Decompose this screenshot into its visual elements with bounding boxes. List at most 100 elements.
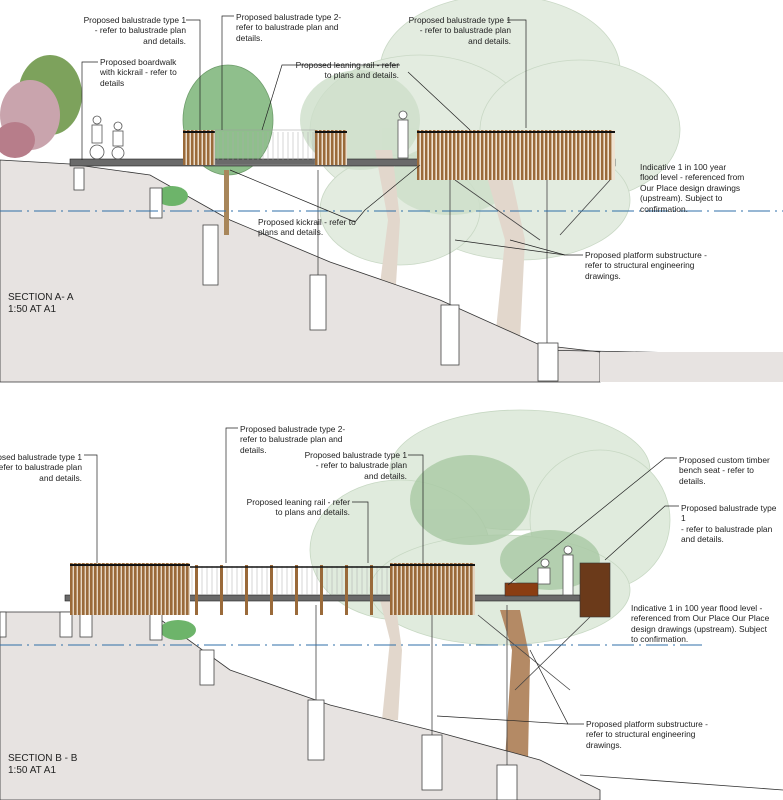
balustrade-slat [601, 130, 604, 180]
balustrade-slat [450, 563, 453, 615]
balustrade-slat [509, 130, 512, 180]
balustrade-slat [517, 130, 520, 180]
balustrade-slat [469, 130, 472, 180]
balustrade-slat [138, 563, 141, 615]
balustrade-slat [319, 130, 322, 165]
label-flood-level-a: Indicative 1 in 100 year flood level - r… [640, 162, 745, 214]
balustrade-slat [557, 130, 560, 180]
piers-section-b [0, 605, 591, 800]
balustrade-slat [421, 130, 424, 180]
tree-trunk [375, 150, 400, 300]
label-balustrade-type-1-a-right: Proposed balustrade type 1 - refer to ba… [408, 15, 511, 46]
label-boardwalk-a: Proposed boardwalk with kickrail - refer… [100, 57, 177, 88]
section-a-scale: 1:50 AT A1 [8, 304, 57, 315]
balustrade-slat [609, 130, 612, 180]
balustrade-slat [82, 563, 85, 615]
balustrade-slat [158, 563, 161, 615]
balustrade-slat [525, 130, 528, 180]
balustrade-type-1-end-box [579, 562, 611, 618]
balustrade-slat [429, 130, 432, 180]
balustrade-slat [414, 563, 417, 615]
balustrade-slat [207, 130, 210, 165]
bench-seat [504, 582, 539, 597]
balustrade-slat [433, 130, 436, 180]
balustrade-slat [481, 130, 484, 180]
balustrade-slat [561, 130, 564, 180]
balustrade-slat [470, 563, 473, 615]
balustrade-slat [170, 563, 173, 615]
balustrade-post [345, 565, 348, 615]
balustrade-slat [497, 130, 500, 180]
bank-shrub [160, 620, 196, 640]
balustrade-slat [489, 130, 492, 180]
balustrade-slat [142, 563, 145, 615]
balustrade-slat [434, 563, 437, 615]
balustrade-post [195, 565, 198, 615]
balustrade-slat [549, 130, 552, 180]
balustrade-type-1-a [417, 130, 615, 180]
balustrade-slat [134, 563, 137, 615]
balustrade-post [245, 565, 248, 615]
piers-section-a [73, 167, 611, 382]
balustrade-slat [565, 130, 568, 180]
balustrade-slat [186, 563, 189, 615]
balustrade-slat [585, 130, 588, 180]
balustrade-slat [331, 130, 334, 165]
balustrade-slat [343, 130, 346, 165]
balustrade-slat [441, 130, 444, 180]
ground-section-b [0, 611, 601, 800]
balustrade-slat [505, 130, 508, 180]
balustrade-slat [78, 563, 81, 615]
balustrade-slat [569, 130, 572, 180]
balustrade-post [320, 565, 323, 615]
people-figures [89, 110, 409, 160]
balustrade-post [270, 565, 273, 615]
balustrade-slat [195, 130, 198, 165]
balustrade-slat [597, 130, 600, 180]
tree-canopy-b-dark [410, 455, 600, 590]
balustrade-slat [323, 130, 326, 165]
label-kickrail-a: Proposed kickrail - refer to plans and d… [258, 217, 356, 238]
section-b-drawing [0, 409, 783, 800]
balustrade-slat [187, 130, 190, 165]
balustrade-slat [406, 563, 409, 615]
balustrade-slat [426, 563, 429, 615]
section-b-scale: 1:50 AT A1 [8, 765, 57, 776]
label-leaning-rail-b: Proposed leaning rail - refer to plans a… [246, 497, 350, 518]
balustrade-slat [541, 130, 544, 180]
section-b-title: SECTION B - B 1:50 AT A1 [8, 753, 77, 777]
balustrade-slat [513, 130, 516, 180]
label-balustrade-type-1-b-right: Proposed balustrade type 1 - refer to ba… [681, 503, 777, 545]
balustrade-slat [390, 563, 393, 615]
balustrade-slat [425, 130, 428, 180]
balustrade-slat [315, 130, 318, 165]
balustrade-slat [529, 130, 532, 180]
balustrade-slat [182, 563, 185, 615]
balustrade-slat [118, 563, 121, 615]
label-leaning-rail-a: Proposed leaning rail - refer to plans a… [295, 60, 399, 81]
balustrade-slat [130, 563, 133, 615]
balustrade-slat [114, 563, 117, 615]
balustrade-slat [394, 563, 397, 615]
balustrade-slat [473, 130, 476, 180]
balustrade-slat [605, 130, 608, 180]
shrub-tree [0, 55, 82, 158]
balustrade-slat [162, 563, 165, 615]
balustrade-slat [454, 563, 457, 615]
balustrade-slat [146, 563, 149, 615]
label-substructure-b: Proposed platform substructure - refer t… [586, 719, 708, 750]
label-balustrade-type-1-a-left: Proposed balustrade type 1 - refer to ba… [83, 15, 186, 46]
balustrade-slat [86, 563, 89, 615]
balustrade-slat [573, 130, 576, 180]
balustrade-type-2-a [183, 129, 347, 166]
label-balustrade-type-2-b: Proposed balustrade type 2- refer to bal… [240, 424, 346, 455]
balustrade-slat [458, 563, 461, 615]
balustrade-slat [417, 130, 420, 180]
balustrade-slat [199, 130, 202, 165]
balustrade-slat [154, 563, 157, 615]
balustrade-slat [437, 130, 440, 180]
balustrade-slat [74, 563, 77, 615]
balustrade-slat [521, 130, 524, 180]
